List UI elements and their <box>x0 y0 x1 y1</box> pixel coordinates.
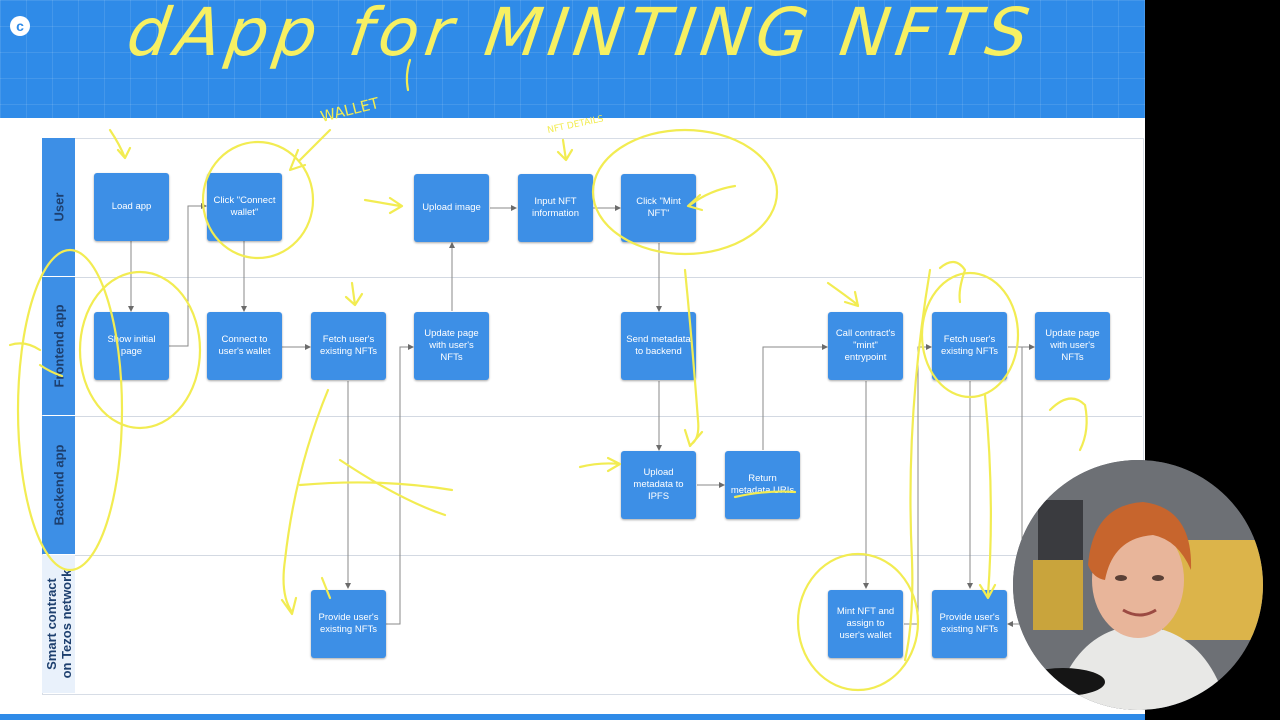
node-fetch-nfts-1: Fetch user's existing NFTs <box>311 312 386 380</box>
lane-divider <box>75 416 1142 417</box>
node-return-uris: Return metadata URIs <box>725 451 800 519</box>
app-logo-icon: c <box>10 16 30 36</box>
node-connect-wallet: Connect to user's wallet <box>207 312 282 380</box>
lane-divider <box>75 555 1142 556</box>
screen-share: c dApp for MINTING NFTS User Frontend ap… <box>0 0 1145 720</box>
node-click-mint: Click "Mint NFT" <box>621 174 696 242</box>
node-mint-assign: Mint NFT and assign to user's wallet <box>828 590 903 658</box>
node-provide-nfts-1: Provide user's existing NFTs <box>311 590 386 658</box>
node-upload-image: Upload image <box>414 174 489 242</box>
presenter-webcam <box>1013 460 1263 710</box>
node-show-initial-page: Show initial page <box>94 312 169 380</box>
node-upload-ipfs: Upload metadata to IPFS <box>621 451 696 519</box>
lane-divider <box>75 277 1142 278</box>
node-click-connect-wallet: Click "Connect wallet" <box>207 173 282 241</box>
node-call-mint: Call contract's "mint" entrypoint <box>828 312 903 380</box>
node-fetch-nfts-2: Fetch user's existing NFTs <box>932 312 1007 380</box>
node-send-metadata: Send metadata to backend <box>621 312 696 380</box>
title-banner: c dApp for MINTING NFTS <box>0 0 1145 118</box>
node-update-page-2: Update page with user's NFTs <box>1035 312 1110 380</box>
node-update-page-1: Update page with user's NFTs <box>414 312 489 380</box>
node-input-nft-info: Input NFT information <box>518 174 593 242</box>
node-provide-nfts-2: Provide user's existing NFTs <box>932 590 1007 658</box>
bottom-strip <box>0 714 1145 720</box>
node-load-app: Load app <box>94 173 169 241</box>
